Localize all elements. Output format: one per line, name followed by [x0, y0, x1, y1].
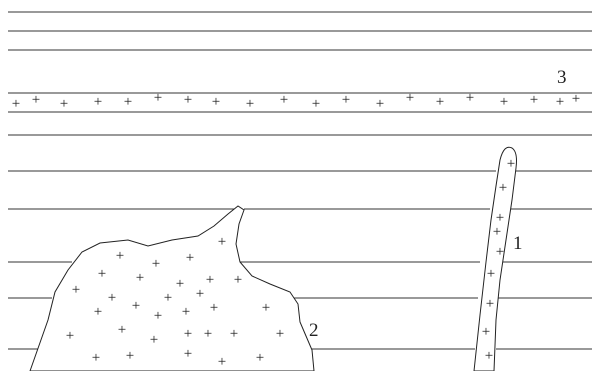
plus-mark: + — [499, 180, 507, 196]
plus-mark: + — [280, 92, 288, 108]
plus-mark: + — [212, 94, 220, 110]
plus-mark: + — [72, 282, 80, 298]
plus-mark: + — [108, 290, 116, 306]
plus-mark: + — [60, 96, 68, 112]
plus-mark: + — [556, 94, 564, 110]
sill-label: 3 — [557, 67, 567, 88]
plus-mark: + — [94, 94, 102, 110]
plus-mark: + — [530, 92, 538, 108]
plus-mark: + — [98, 266, 106, 282]
plus-mark: + — [376, 96, 384, 112]
plus-mark: + — [186, 250, 194, 266]
plus-mark: + — [342, 92, 350, 108]
plus-mark: + — [230, 326, 238, 342]
plus-mark: + — [154, 90, 162, 106]
plus-mark: + — [132, 298, 140, 314]
batholith-label: 2 — [309, 320, 319, 341]
dike: +++++++++ — [474, 147, 517, 371]
plus-mark: + — [496, 244, 504, 260]
plus-mark: + — [482, 324, 490, 340]
plus-mark: + — [218, 354, 226, 370]
plus-mark: + — [184, 326, 192, 342]
plus-mark: + — [485, 348, 493, 364]
plus-mark: + — [150, 332, 158, 348]
plus-mark: + — [92, 350, 100, 366]
plus-mark: + — [234, 272, 242, 288]
sill: + + + + + + + + + + + + + + + + + + + + — [8, 90, 592, 112]
plus-mark: + — [94, 304, 102, 320]
plus-mark: + — [210, 300, 218, 316]
plus-mark: + — [12, 96, 20, 112]
plus-mark: + — [184, 92, 192, 108]
plus-mark: + — [312, 96, 320, 112]
plus-mark: + — [164, 290, 172, 306]
plus-mark: + — [466, 90, 474, 106]
plus-mark: + — [152, 256, 160, 272]
plus-mark: + — [406, 90, 414, 106]
plus-mark: + — [126, 348, 134, 364]
plus-mark: + — [154, 308, 162, 324]
plus-mark: + — [206, 272, 214, 288]
dike-label: 1 — [513, 233, 523, 254]
plus-mark: + — [256, 350, 264, 366]
upper-strata — [8, 12, 592, 50]
plus-mark: + — [66, 328, 74, 344]
plus-mark: + — [500, 94, 508, 110]
plus-mark: + — [116, 248, 124, 264]
plus-mark: + — [184, 346, 192, 362]
plus-mark: + — [487, 266, 495, 282]
plus-mark: + — [493, 224, 501, 240]
plus-mark: + — [124, 94, 132, 110]
plus-mark: + — [246, 96, 254, 112]
plus-mark: + — [218, 234, 226, 250]
plus-mark: + — [262, 300, 270, 316]
plus-mark: + — [204, 326, 212, 342]
batholith: +++++++++++++++++++++++++++++++ — [30, 206, 314, 371]
plus-mark: + — [436, 94, 444, 110]
plus-mark: + — [572, 91, 580, 107]
plus-mark: + — [136, 270, 144, 286]
plus-mark: + — [196, 286, 204, 302]
plus-mark: + — [176, 276, 184, 292]
plus-mark: + — [182, 304, 190, 320]
plus-mark: + — [118, 322, 126, 338]
plus-mark: + — [276, 326, 284, 342]
plus-mark: + — [486, 296, 494, 312]
plus-mark: + — [32, 92, 40, 108]
plus-mark: + — [507, 156, 515, 172]
